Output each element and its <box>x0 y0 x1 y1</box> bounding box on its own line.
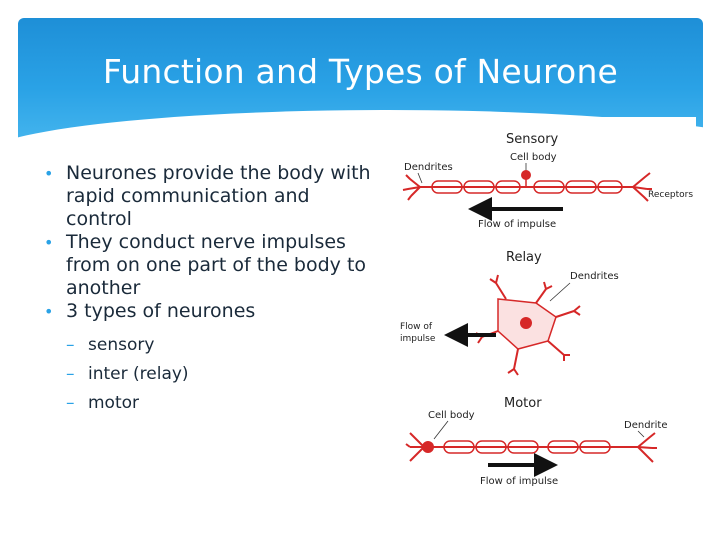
sensory-cell-body <box>521 170 531 180</box>
relay-title: Relay <box>506 250 542 265</box>
relay-flow-label-1: Flow of <box>400 322 433 332</box>
motor-cell-body <box>422 441 434 453</box>
bullet-marker: • <box>44 302 54 321</box>
sensory-neuron <box>402 172 652 202</box>
motor-cell-body-label: Cell body <box>428 410 475 421</box>
bullet-marker: • <box>44 233 54 252</box>
relay-dendrites-pointer <box>549 282 571 302</box>
sensory-receptors-label: Receptors <box>648 190 693 200</box>
relay-flow-label-2: impulse <box>400 334 436 344</box>
relay-dendrites-label: Dendrites <box>570 271 619 282</box>
sub-bullet-text: sensory <box>88 335 155 355</box>
motor-flow-label: Flow of impulse <box>480 476 558 487</box>
neurone-diagram: Sensory Cell body Dendrites Receptors Fl… <box>398 117 696 494</box>
bullet-text: They conduct nerve impulses from on one … <box>66 231 367 299</box>
bullet-text: Neurones provide the body with rapid com… <box>66 162 371 230</box>
sensory-flow-label: Flow of impulse <box>478 219 556 230</box>
sub-bullet-item: – sensory <box>42 331 372 360</box>
relay-nucleus <box>520 317 532 329</box>
sensory-dendrites-pointer <box>417 172 423 184</box>
relay-neuron <box>475 274 581 376</box>
slide-title: Function and Types of Neurone <box>102 52 619 91</box>
bullet-marker: • <box>44 164 54 183</box>
bullet-item: • They conduct nerve impulses from on on… <box>42 231 372 300</box>
sensory-cell-body-label: Cell body <box>510 152 557 163</box>
sensory-title: Sensory <box>506 132 559 147</box>
motor-neuron <box>405 432 657 463</box>
sub-bullet-item: – inter (relay) <box>42 360 372 389</box>
neurone-diagram-svg: Sensory Cell body Dendrites Receptors Fl… <box>400 132 693 487</box>
motor-dendrite-pointer <box>637 430 645 438</box>
sub-bullet-marker: – <box>66 364 75 384</box>
sensory-dendrites-label: Dendrites <box>404 162 453 173</box>
motor-dendrite-label: Dendrite <box>624 420 668 431</box>
sub-bullet-text: motor <box>88 393 140 413</box>
motor-cell-body-pointer <box>433 420 449 440</box>
bullet-list: • Neurones provide the body with rapid c… <box>42 162 372 418</box>
bullet-item: • 3 types of neurones <box>42 300 372 323</box>
bullet-text: 3 types of neurones <box>66 300 256 322</box>
sub-bullet-marker: – <box>66 393 75 413</box>
sub-bullet-item: – motor <box>42 389 372 418</box>
motor-title: Motor <box>504 396 542 411</box>
sub-bullet-text: inter (relay) <box>88 364 189 384</box>
sub-bullet-marker: – <box>66 335 75 355</box>
bullet-item: • Neurones provide the body with rapid c… <box>42 162 372 231</box>
